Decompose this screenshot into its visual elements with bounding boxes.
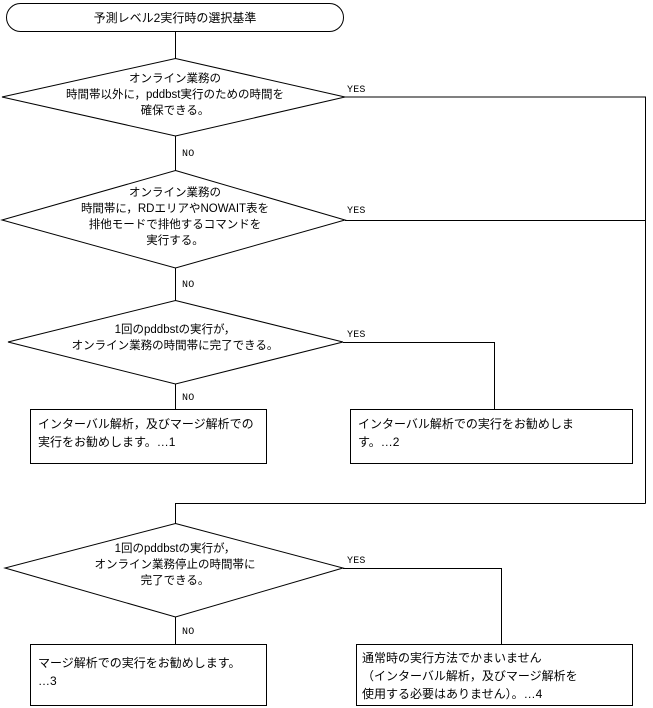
outcome-4-line-2: （インターバル解析，及びマージ解析を	[362, 669, 578, 683]
decision-4-line-1: 1回のpddbstの実行が，	[115, 541, 236, 555]
decision-1-line-1: オンライン業務の	[129, 71, 221, 85]
label-d3-yes: YES	[347, 330, 366, 341]
outcome-4-line-1: 通常時の実行方法でかまいません	[362, 650, 542, 665]
outcome-3-shape	[30, 644, 267, 706]
outcome-3-line-2: …3	[38, 674, 57, 688]
decision-4-line-2: オンライン業務停止の時間帯に	[95, 557, 256, 571]
decision-2-line-2: 時間帯に，RDエリアやNOWAIT表を	[81, 201, 269, 215]
outcome-4-shape	[356, 644, 633, 706]
outcome-3-line-1: マージ解析での実行をお勧めします。	[38, 655, 241, 670]
node-decision-1: オンライン業務の 時間帯以外に，pddbst実行のための時間を 確保できる。	[1, 57, 346, 137]
connector-d3-yes	[343, 342, 495, 410]
node-outcome-1: インターバル解析，及びマージ解析での 実行をお勧めします。…1	[30, 409, 267, 464]
outcome-2-line-1: インターバル解析での実行をお勧めしま	[358, 416, 574, 431]
outcome-2-shape	[350, 409, 633, 464]
decision-3-line-1: 1回のpddbstの実行が，	[115, 322, 236, 336]
label-d1-yes: YES	[347, 85, 366, 96]
title-label: 予測レベル2実行時の選択基準	[94, 10, 257, 25]
node-decision-3: 1回のpddbstの実行が， オンライン業務の時間帯に完了できる。	[7, 299, 344, 385]
outcome-1-line-1: インターバル解析，及びマージ解析での	[38, 417, 254, 431]
decision-4-line-3: 完了できる。	[141, 573, 210, 587]
label-d1-no: NO	[182, 149, 194, 160]
connector-yes-bus-to-d4	[175, 503, 646, 524]
connector-d4-yes	[343, 568, 502, 645]
label-d3-no: NO	[182, 393, 194, 404]
label-d4-no: NO	[182, 627, 194, 638]
node-outcome-2: インターバル解析での実行をお勧めしま す。…2	[350, 409, 633, 464]
label-d2-yes: YES	[347, 206, 366, 217]
decision-1-line-2: 時間帯以外に，pddbst実行のための時間を	[66, 87, 284, 101]
node-outcome-3: マージ解析での実行をお勧めします。 …3	[30, 644, 267, 706]
outcome-2-line-2: す。…2	[358, 435, 400, 449]
label-d2-no: NO	[182, 280, 194, 291]
decision-2-line-4: 実行する。	[146, 233, 204, 247]
decision-3-line-2: オンライン業務の時間帯に完了できる。	[72, 338, 279, 352]
outcome-1-shape	[30, 409, 267, 464]
decision-1-line-3: 確保できる。	[141, 103, 210, 117]
decision-2-line-3: 排他モードで排他するコマンドを	[89, 217, 262, 231]
node-title: 予測レベル2実行時の選択基準	[6, 3, 344, 32]
node-decision-4: 1回のpddbstの実行が， オンライン業務停止の時間帯に 完了できる。	[3, 522, 345, 618]
decision-2-line-1: オンライン業務の	[129, 185, 221, 199]
node-decision-2: オンライン業務の 時間帯に，RDエリアやNOWAIT表を 排他モードで排他するコ…	[0, 169, 347, 269]
outcome-4-line-3: 使用する必要はありません）。…4	[362, 686, 543, 701]
node-outcome-4: 通常時の実行方法でかまいません （インターバル解析，及びマージ解析を 使用する必…	[356, 644, 633, 706]
label-d4-yes: YES	[347, 556, 366, 567]
connector-d1-yes	[345, 96, 646, 504]
outcome-1-line-2: 実行をお勧めします。…1	[38, 434, 176, 449]
